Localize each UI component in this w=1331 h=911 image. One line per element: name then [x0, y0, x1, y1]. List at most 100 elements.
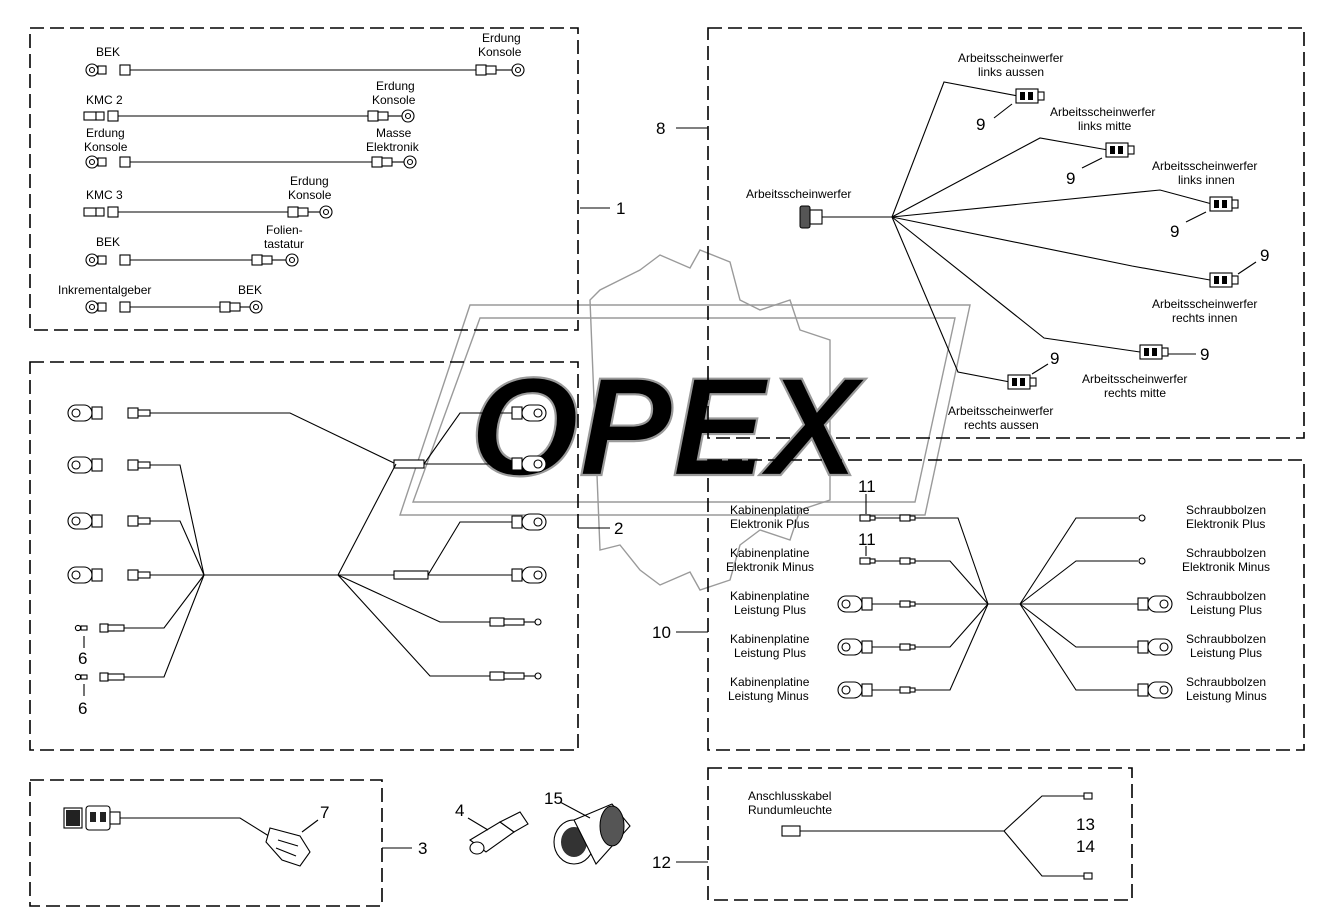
opex-watermark-logo: OPEX [399, 249, 971, 591]
callout-number-14: 14 [1076, 837, 1095, 856]
label-schr-elektronik-minus-a: Schraubbolzen [1186, 546, 1266, 560]
label-schr-leistung-plus2-a: Schraubbolzen [1186, 632, 1266, 646]
cable-kmc3-erdung-konsole [83, 205, 333, 219]
label-anschlusskabel: Anschlusskabel [748, 789, 831, 803]
frame-2-border [29, 361, 579, 751]
label-erdung-3b: Konsole [84, 140, 128, 154]
frame-3-border [29, 779, 383, 907]
inline-connector-top [393, 459, 425, 469]
callout-number-9f: 9 [1050, 349, 1059, 368]
label-bek-1: BEK [96, 45, 120, 59]
watermark-banner-outer [399, 304, 971, 516]
callout-number-8: 8 [656, 119, 665, 138]
frame-10-border [707, 459, 1305, 751]
label-schr-leistung-minus-a: Schraubbolzen [1186, 675, 1266, 689]
label-masse-a: Masse [376, 126, 412, 140]
label-folien-b: tastatur [264, 237, 304, 251]
cable-erdung-masse-elektronik [85, 155, 417, 169]
frame-1-border [29, 27, 579, 331]
label-kab-leistung-plus1-a: Kabinenplatine [730, 589, 810, 603]
callout-number-11a: 11 [858, 477, 876, 496]
watermark-text: OPEX [470, 348, 867, 505]
frame-8-worklight-harness: 8 Arbeitsscheinwerfer Arbeitsscheinwerfe… [656, 27, 1305, 439]
callout-number-9a: 9 [976, 115, 985, 134]
callout-number-4: 4 [455, 801, 464, 820]
label-schr-leistung-minus-b: Leistung Minus [1186, 689, 1267, 703]
callout-number-10: 10 [652, 623, 671, 642]
label-schr-leistung-plus2-b: Leistung Plus [1190, 646, 1262, 660]
callout-number-9c: 9 [1170, 222, 1179, 241]
cable-inkrementalgeber-bek [85, 300, 263, 314]
label-kab-leistung-plus2-b: Leistung Plus [734, 646, 806, 660]
label-rechts-mitte-b: rechts mitte [1104, 386, 1166, 400]
label-rechts-mitte-a: Arbeitsscheinwerfer [1082, 372, 1187, 386]
label-kab-elektronik-minus-a: Kabinenplatine [730, 546, 810, 560]
label-kab-leistung-plus2-a: Kabinenplatine [730, 632, 810, 646]
label-erdung-1a: Erdung [482, 31, 521, 45]
callout-number-6a: 6 [78, 649, 87, 668]
loose-part-15-round-connector: 15 [544, 789, 631, 865]
label-kab-elektronik-plus-a: Kabinenplatine [730, 503, 810, 517]
label-erdung-4b: Konsole [288, 188, 332, 202]
label-links-mitte-a: Arbeitsscheinwerfer [1050, 105, 1155, 119]
label-schr-elektronik-plus-b: Elektronik Plus [1186, 517, 1265, 531]
label-erdung-4a: Erdung [290, 174, 329, 188]
inline-connector-bottom [393, 570, 429, 580]
frame-12-border [707, 767, 1133, 901]
frame-2-main-harness: 2 [29, 361, 623, 751]
callout-number-9b: 9 [1066, 169, 1075, 188]
label-rechts-innen-a: Arbeitsscheinwerfer [1152, 297, 1257, 311]
label-kmc3: KMC 3 [86, 188, 123, 202]
label-links-aussen-a: Arbeitsscheinwerfer [958, 51, 1063, 65]
label-kab-elektronik-minus-b: Elektronik Minus [726, 560, 814, 574]
label-schr-leistung-plus1-b: Leistung Plus [1190, 603, 1262, 617]
cable-bek-erdung-konsole [85, 63, 525, 77]
frame-3-adapter-cable: 3 7 [29, 779, 427, 907]
frame-10-cabin-board-cables: 10 Kabinenplatine Elektronik Plus Kabine… [652, 459, 1305, 751]
label-masse-b: Elektronik [366, 140, 420, 154]
label-links-mitte-b: links mitte [1078, 119, 1132, 133]
watermark-banner-inner [412, 317, 956, 503]
loose-part-4-plug: 4 [455, 801, 529, 855]
label-schr-leistung-plus1-a: Schraubbolzen [1186, 589, 1266, 603]
label-rundumleuchte: Rundumleuchte [748, 803, 832, 817]
label-worklight-source: Arbeitsscheinwerfer [746, 187, 851, 201]
label-bek-3: BEK [238, 283, 262, 297]
cable-bek-folientastatur [85, 253, 299, 267]
callout-number-1: 1 [616, 199, 625, 218]
label-kab-leistung-minus-b: Leistung Minus [728, 689, 809, 703]
label-schr-elektronik-minus-b: Elektronik Minus [1182, 560, 1270, 574]
label-inkrementalgeber: Inkrementalgeber [58, 283, 151, 297]
label-rechts-aussen-b: rechts aussen [964, 418, 1039, 432]
label-links-aussen-b: links aussen [978, 65, 1044, 79]
watermark-gear [589, 249, 831, 591]
label-links-innen-a: Arbeitsscheinwerfer [1152, 159, 1257, 173]
frame-8-border [707, 27, 1305, 439]
label-rechts-innen-b: rechts innen [1172, 311, 1237, 325]
callout-number-3: 3 [418, 839, 427, 858]
callout-number-11b: 11 [858, 530, 876, 549]
label-kab-leistung-minus-a: Kabinenplatine [730, 675, 810, 689]
label-kmc2: KMC 2 [86, 93, 123, 107]
callout-number-6b: 6 [78, 699, 87, 718]
callout-number-9e: 9 [1200, 345, 1209, 364]
label-bek-2: BEK [96, 235, 120, 249]
frame-12-beacon-cable: 12 Anschlusskabel Rundumleuchte 13 14 [652, 767, 1133, 901]
label-kab-leistung-plus1-b: Leistung Plus [734, 603, 806, 617]
callout-number-9d: 9 [1260, 246, 1269, 265]
label-erdung-3a: Erdung [86, 126, 125, 140]
label-links-innen-b: links innen [1178, 173, 1235, 187]
callout-number-15: 15 [544, 789, 563, 808]
label-rechts-aussen-a: Arbeitsscheinwerfer [948, 404, 1053, 418]
callout-number-12: 12 [652, 853, 671, 872]
label-erdung-2b: Konsole [372, 93, 416, 107]
label-folien-a: Folien- [266, 223, 303, 237]
label-erdung-2a: Erdung [376, 79, 415, 93]
label-erdung-1b: Konsole [478, 45, 522, 59]
label-schr-elektronik-plus-a: Schraubbolzen [1186, 503, 1266, 517]
callout-number-2: 2 [614, 519, 623, 538]
callout-number-7: 7 [320, 803, 329, 822]
cable-kmc2-erdung-konsole [83, 109, 415, 123]
frame-1-ground-cables: 1 BEK Erdung Konsole KMC 2 Erdung Konso [29, 27, 625, 331]
